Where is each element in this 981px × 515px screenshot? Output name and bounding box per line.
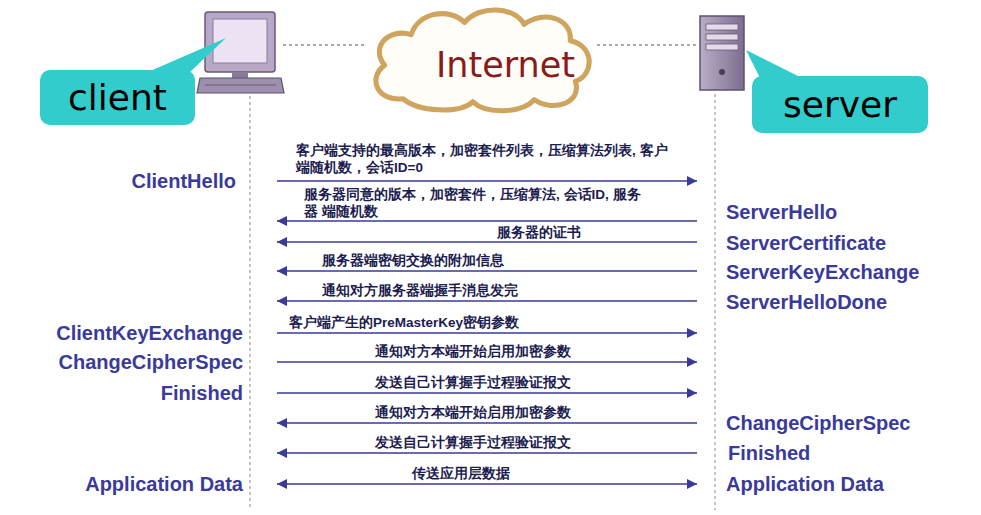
message-description: 服务器同意的版本，加密套件，压缩算法, 会话ID, 服务器 端随机数: [304, 186, 654, 220]
message-description: 客户端产生的PreMasterKey密钥参数: [289, 314, 519, 331]
base-slot: [205, 85, 276, 86]
message-description: 通知对方本端开始启用加密参数: [375, 404, 571, 421]
message-name: ChangeCipherSpec: [726, 412, 910, 434]
server-tower: [700, 16, 744, 90]
lifeline: [715, 94, 716, 510]
message-name: Finished: [728, 442, 810, 464]
message-name: ServerHello: [726, 201, 837, 223]
message-description: 发送自己计算握手过程验证报文: [375, 434, 571, 451]
message-name: Application Data: [726, 473, 884, 495]
message-arrow: [277, 452, 697, 453]
message-arrow: [277, 422, 697, 423]
message-name: ServerHelloDone: [726, 291, 887, 313]
server-icon: [700, 16, 744, 90]
computer-base: [197, 78, 284, 93]
lifeline: [250, 96, 251, 510]
network-cloud: Internet: [362, 2, 598, 114]
message-name: ChangeCipherSpec: [59, 351, 243, 373]
message-arrow: [277, 241, 697, 242]
message-description: 通知对方本端开始启用加密参数: [375, 343, 571, 360]
message-description: 发送自己计算握手过程验证报文: [375, 374, 571, 391]
message-arrow: [277, 270, 697, 271]
message-name: ServerCertificate: [726, 232, 886, 254]
message-arrow: [277, 180, 697, 181]
message-arrow: [277, 220, 697, 221]
callout-label: server: [752, 76, 928, 133]
cloud-shape: [376, 10, 589, 111]
message-arrow: [277, 332, 697, 333]
network-link: [597, 44, 697, 45]
message-name: ClientHello: [132, 170, 236, 192]
message-name: ClientKeyExchange: [56, 322, 243, 344]
network-link: [283, 44, 366, 45]
monitor-stand: [232, 72, 248, 78]
callout-pointer: [746, 50, 802, 78]
callout-text: server: [783, 84, 897, 125]
message-arrow: [277, 392, 697, 393]
callout-pointer: [148, 38, 226, 72]
drive-bay: [706, 34, 738, 40]
message-name: Application Data: [85, 473, 243, 495]
drive-bay: [706, 24, 738, 30]
message-description: 客户端支持的最高版本，加密套件列表，压缩算法列表, 客户 端随机数，会话ID=0: [296, 142, 681, 176]
callout-text: client: [68, 77, 167, 118]
callout-label: client: [40, 70, 195, 125]
monitor-frame: [205, 12, 275, 72]
message-arrow: [277, 361, 697, 362]
message-arrow: [277, 483, 697, 484]
power-button: [719, 69, 725, 75]
message-description: 服务器的证书: [497, 224, 581, 241]
drive-bay: [706, 44, 738, 50]
message-name: ServerKeyExchange: [726, 261, 919, 283]
cloud-label: Internet: [436, 48, 575, 83]
message-name: Finished: [161, 382, 243, 404]
message-description: 服务器端密钥交换的附加信息: [322, 252, 504, 269]
message-description: 通知对方服务器端握手消息发完: [322, 282, 518, 299]
message-description: 传送应用层数据: [412, 465, 510, 482]
message-arrow: [277, 300, 697, 301]
